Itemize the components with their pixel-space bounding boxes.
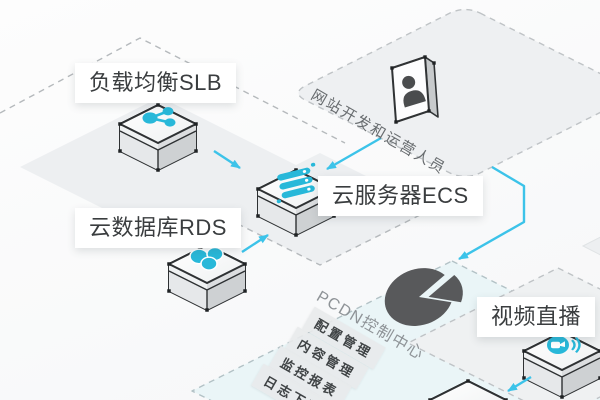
node-label-live: 视频直播 bbox=[477, 297, 596, 337]
connection-arrows bbox=[213, 136, 532, 393]
arrow-rds-to-ecs bbox=[241, 233, 269, 254]
side-tile bbox=[581, 236, 600, 256]
node-label-slb: 负载均衡SLB bbox=[75, 63, 237, 103]
video-broadcast-icon bbox=[547, 335, 581, 355]
arrow-user-to-ecs bbox=[326, 136, 382, 171]
pie-chart-icon bbox=[384, 268, 463, 326]
arrow-user-to-pcdn bbox=[458, 165, 526, 261]
arrow-live-down bbox=[507, 375, 532, 393]
node-label-rds: 云数据库RDS bbox=[75, 208, 241, 248]
node-label-ecs: 云服务器ECS bbox=[318, 176, 483, 216]
load-balancer-share-icon bbox=[142, 107, 176, 127]
arrow-slb-to-ecs bbox=[213, 149, 241, 170]
ecs-tile-dashed-edge bbox=[207, 208, 433, 266]
dashed-tile-edge bbox=[0, 37, 346, 144]
user-tile bbox=[297, 8, 600, 178]
database-cluster-icon bbox=[189, 246, 224, 271]
person-card-icon bbox=[390, 55, 439, 124]
server-stack-icon bbox=[276, 162, 316, 204]
